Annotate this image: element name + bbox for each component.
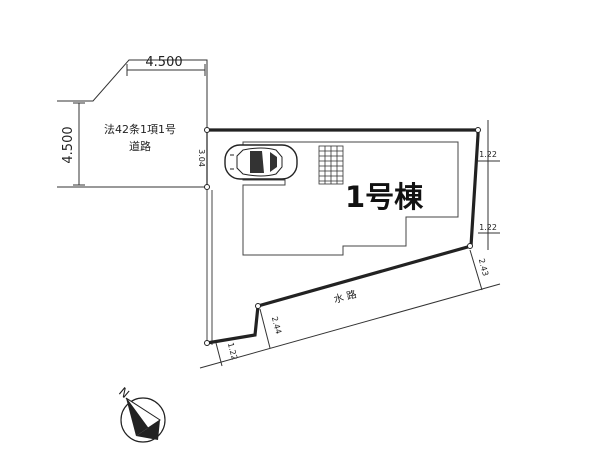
- entrance-tile-grid: [318, 145, 344, 185]
- compass-north-label: N: [116, 385, 132, 401]
- waterway-right-dimension-label: 2.43: [477, 258, 490, 278]
- road-label-line2: 道路: [129, 139, 151, 153]
- right-bottom-dimension-label: 1.22: [479, 223, 497, 232]
- waterway-right-dimension: [469, 249, 483, 291]
- frontage-dimension-label: 3.04: [197, 149, 206, 167]
- north-compass-icon: [120, 397, 166, 443]
- road-width-left-label: 4.500: [61, 126, 76, 163]
- building-outline: [242, 141, 459, 256]
- road-width-left-dimension: [73, 102, 85, 186]
- road-label-line1: 法42条1項1号: [104, 122, 176, 136]
- bottom-left-dimension-label: 1.22: [226, 342, 239, 362]
- building-label: 1号棟: [345, 180, 424, 214]
- boundary-markers: [204, 127, 481, 346]
- waterway-left-dimension-label: 2.44: [270, 316, 283, 336]
- right-top-dimension-label: 1.22: [479, 150, 497, 159]
- right-top-dimension: [478, 120, 500, 250]
- parking-car-icon: [224, 144, 298, 180]
- waterway-left-dimension: [259, 308, 271, 349]
- road-width-top-dimension: [126, 64, 206, 76]
- waterway-outer-edge: [199, 283, 501, 369]
- site-thin-edges: [206, 187, 213, 345]
- waterway-label: 水 路: [332, 287, 358, 306]
- road-width-top-label: 4.500: [145, 55, 182, 70]
- road-outline: [57, 59, 208, 188]
